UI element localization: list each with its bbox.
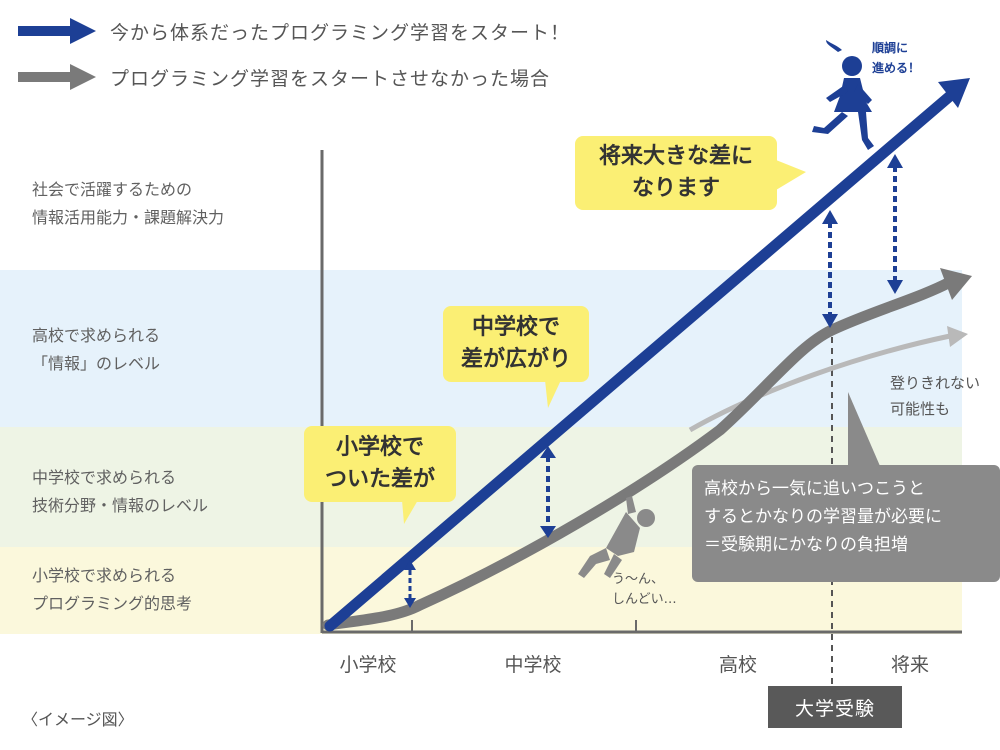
x-label-high-school: 高校 (718, 654, 757, 676)
callout-tail-future (776, 160, 806, 190)
image-note: 〈イメージ図〉 (22, 710, 134, 729)
x-label-future: 将来 (890, 654, 929, 676)
dropout-note: 登りきれない 可能性も (890, 374, 981, 418)
callout-tail-middle (545, 380, 561, 408)
running-girl-icon (812, 40, 874, 150)
legend-blue: 今から体系だったプログラミング学習をスタート！ (18, 14, 570, 48)
level-label-society: 社会で活躍するための 情報活用能力・課題解決力 (32, 180, 225, 227)
runner-note: 順調に 進める！ (872, 41, 921, 75)
legend-blue-label: 今から体系だったプログラミング学習をスタート！ (110, 21, 571, 44)
x-label-middle-school: 中学校 (504, 654, 562, 676)
gap-arrow-future (887, 154, 903, 294)
callout-tail-elementary (402, 500, 418, 524)
legend-gray-label: プログラミング学習をスタートさせなかった場合 (110, 67, 551, 90)
x-label-elementary: 小学校 (339, 654, 397, 676)
gap-arrow-elementary (404, 560, 416, 608)
callout-future: 将来大きな差に なります (575, 136, 777, 210)
gap-arrow-exam (822, 210, 838, 328)
gray-arrow-icon (18, 64, 96, 90)
level-label-elementary: 小学校で求められる プログラミング的思考 (32, 566, 193, 613)
level-label-high-school: 高校で求められる 「情報」のレベル (32, 326, 161, 373)
gray-box-tail (848, 392, 880, 466)
blue-arrow-icon (18, 18, 96, 44)
gap-arrow-middle-school (540, 446, 556, 538)
struggling-person-icon (578, 496, 655, 578)
legend-gray: プログラミング学習をスタートさせなかった場合 (18, 60, 550, 94)
struggle-note: う～ん、 しんどい… (612, 572, 677, 607)
catch-up-note: 高校から一気に追いつこうと するとかなりの学習量が必要に ＝受験期にかなりの負担… (692, 465, 1000, 582)
dropout-path (688, 333, 951, 433)
gray-growth-curve (322, 276, 956, 631)
gray-arrowhead (940, 268, 972, 300)
callout-middle-school: 中学校で 差が広がり (443, 306, 589, 382)
dropout-arrowhead (947, 326, 968, 347)
level-label-middle-school: 中学校で求められる 技術分野・情報のレベル (32, 468, 209, 515)
callout-elementary: 小学校で ついた差が (304, 426, 456, 502)
blue-arrowhead (938, 78, 970, 108)
exam-label: 大学受験 (768, 686, 902, 728)
blue-growth-line (324, 90, 956, 632)
